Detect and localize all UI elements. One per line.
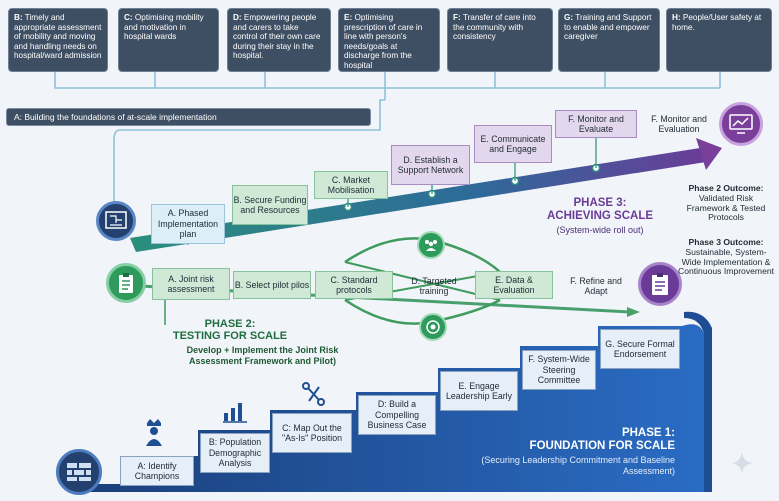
clipboard-icon-phase2-end <box>638 262 682 306</box>
route-icon <box>301 381 327 407</box>
clipboard-icon <box>106 263 146 303</box>
phase1-step-a: A: Identify Champions <box>120 456 194 486</box>
bar-chart-icon <box>222 399 248 423</box>
phase1-subtitle: (Securing Leadership Commitment and Base… <box>481 455 675 476</box>
phase3-outcome: Phase 3 Outcome: Sustainable, System-Wid… <box>678 237 775 277</box>
phase2-step-e: E. Data & Evaluation <box>475 271 553 299</box>
crown-person-icon <box>143 418 165 446</box>
phase1-step-e: E. Engage Leadership Early <box>440 371 518 411</box>
monitor-chart-icon <box>719 102 763 146</box>
objective-h: H: People/User safety at home. <box>666 8 772 72</box>
phase1-step-g: G. Secure Formal Endorsement <box>600 329 680 369</box>
objective-d: D: Empowering people and carers to take … <box>227 8 331 72</box>
phase3-ribbon <box>130 148 706 252</box>
phase2-subtitle: Develop + Implement the Joint Risk Asses… <box>186 345 339 366</box>
blueprint-icon <box>96 201 136 241</box>
objective-g: G: Training and Support to enable and em… <box>558 8 660 72</box>
phase2-step-c: C. Standard protocols <box>315 271 393 299</box>
phase3-step-c: C. Market Mobilisation <box>314 171 388 199</box>
phase1-step-d: D: Build a Compelling Business Case <box>358 395 436 435</box>
objective-c: C: Optimising mobility and motivation in… <box>118 8 219 72</box>
phase3-arrowhead <box>696 138 722 170</box>
objective-f: F: Transfer of care into the community w… <box>447 8 553 72</box>
phase3-step-f: F. Monitor and Evaluate <box>555 110 637 138</box>
phase1-step-c: C: Map Out the "As-Is" Position <box>272 413 352 453</box>
top-connectors <box>54 72 721 205</box>
phase3-subtitle: (System-wide roll out) <box>556 225 644 235</box>
objective-e: E: Optimising prescription of care in li… <box>338 8 440 72</box>
phase3-step-e: E. Communicate and Engage <box>474 125 552 163</box>
phase2-step-f: F. Refine and Adapt <box>570 275 622 297</box>
sparkle-icon <box>731 452 753 474</box>
phase2-title: PHASE 2:TESTING FOR SCALE <box>172 318 288 342</box>
phase1-step-f: F. System-Wide Steering Committee <box>522 350 596 390</box>
people-icon <box>417 231 445 259</box>
phase3-title: PHASE 3:ACHIEVING SCALE <box>546 197 654 222</box>
phase1-title: PHASE 1:FOUNDATION FOR SCALE <box>529 427 675 452</box>
phase3-step-a: A. Phased Implementation plan <box>151 204 225 244</box>
phase2-outcome: Phase 2 Outcome: Validated Risk Framewor… <box>686 183 766 223</box>
foundation-bar: A: Building the foundations of at-scale … <box>6 108 371 126</box>
objective-b: B: Timely and appropriate assessment of … <box>8 8 108 72</box>
phase2-step-d: D. Targeted training <box>411 275 457 297</box>
brick-wall-icon <box>56 449 102 495</box>
phase3-step-b: B. Secure Funding and Resources <box>232 185 308 225</box>
phase1-step-b: B: Population Demographic Analysis <box>200 433 270 473</box>
phase3-step-f2: F. Monitor and Evaluation <box>651 113 707 135</box>
phase2-step-a: A. Joint risk assessment <box>152 268 230 300</box>
phase2-step-b: B. Select pilot pilos <box>233 271 311 299</box>
target-icon <box>419 313 447 341</box>
phase3-step-d: D. Establish a Support Network <box>391 145 470 185</box>
